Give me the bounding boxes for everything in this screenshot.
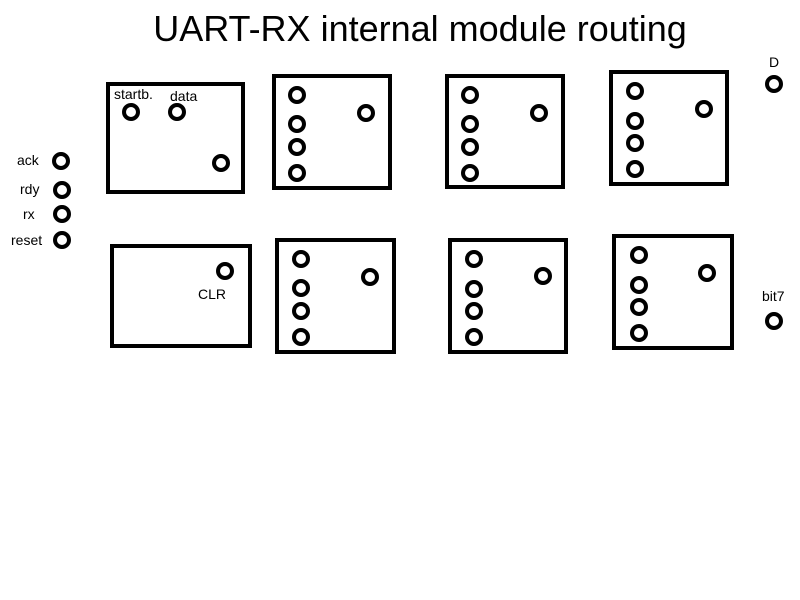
module-3-input-pin-4: [461, 164, 479, 182]
module-6-input-pin-4: [292, 328, 310, 346]
module-7-input-pin-3: [465, 302, 483, 320]
port-rx-pin: [53, 205, 71, 223]
module-6-input-pin-3: [292, 302, 310, 320]
module-box-5: CLR: [110, 244, 252, 348]
module-1-output-pin: [212, 154, 230, 172]
module-box-1: startb. data: [106, 82, 245, 194]
module-4-output-pin: [695, 100, 713, 118]
module-1-data-pin: [168, 103, 186, 121]
module-6-input-pin-2: [292, 279, 310, 297]
module-6-output-pin: [361, 268, 379, 286]
module-4-input-pin-4: [626, 160, 644, 178]
module-2-input-pin-4: [288, 164, 306, 182]
module-8-input-pin-4: [630, 324, 648, 342]
module-4-input-pin-3: [626, 134, 644, 152]
module-8-input-pin-2: [630, 276, 648, 294]
port-rdy-label: rdy: [20, 181, 40, 197]
module-4-input-pin-2: [626, 112, 644, 130]
module-3-input-pin-1: [461, 86, 479, 104]
module-2-input-pin-2: [288, 115, 306, 133]
port-bit7-label: bit7: [762, 288, 785, 304]
module-2-output-pin: [357, 104, 375, 122]
port-ack-pin: [52, 152, 70, 170]
module-3-input-pin-2: [461, 115, 479, 133]
port-d-pin: [765, 75, 783, 93]
port-reset-pin: [53, 231, 71, 249]
module-3-output-pin: [530, 104, 548, 122]
module-7-output-pin: [534, 267, 552, 285]
module-5-clr-pin: [216, 262, 234, 280]
module-6-input-pin-1: [292, 250, 310, 268]
module-7-input-pin-4: [465, 328, 483, 346]
port-ack-label: ack: [17, 152, 39, 168]
port-reset-label: reset: [11, 232, 43, 248]
port-rx-label: rx: [23, 206, 35, 222]
module-7-input-pin-2: [465, 280, 483, 298]
module-1-startb-label: startb.: [114, 86, 153, 102]
module-2-input-pin-3: [288, 138, 306, 156]
module-box-6: [275, 238, 396, 354]
module-1-startb-pin: [122, 103, 140, 121]
module-1-data-label: data: [170, 88, 198, 104]
module-7-input-pin-1: [465, 250, 483, 268]
module-5-clr-label: CLR: [198, 286, 227, 302]
module-8-output-pin: [698, 264, 716, 282]
module-box-4: [609, 70, 729, 186]
module-2-input-pin-1: [288, 86, 306, 104]
module-box-7: [448, 238, 568, 354]
module-box-8: [612, 234, 734, 350]
port-rdy-pin: [53, 181, 71, 199]
module-box-2: [272, 74, 392, 190]
module-box-3: [445, 74, 565, 189]
module-8-input-pin-1: [630, 246, 648, 264]
module-4-input-pin-1: [626, 82, 644, 100]
port-bit7-pin: [765, 312, 783, 330]
port-d-label: D: [769, 54, 780, 70]
diagram-title: UART-RX internal module routing: [153, 8, 687, 49]
module-3-input-pin-3: [461, 138, 479, 156]
module-8-input-pin-3: [630, 298, 648, 316]
